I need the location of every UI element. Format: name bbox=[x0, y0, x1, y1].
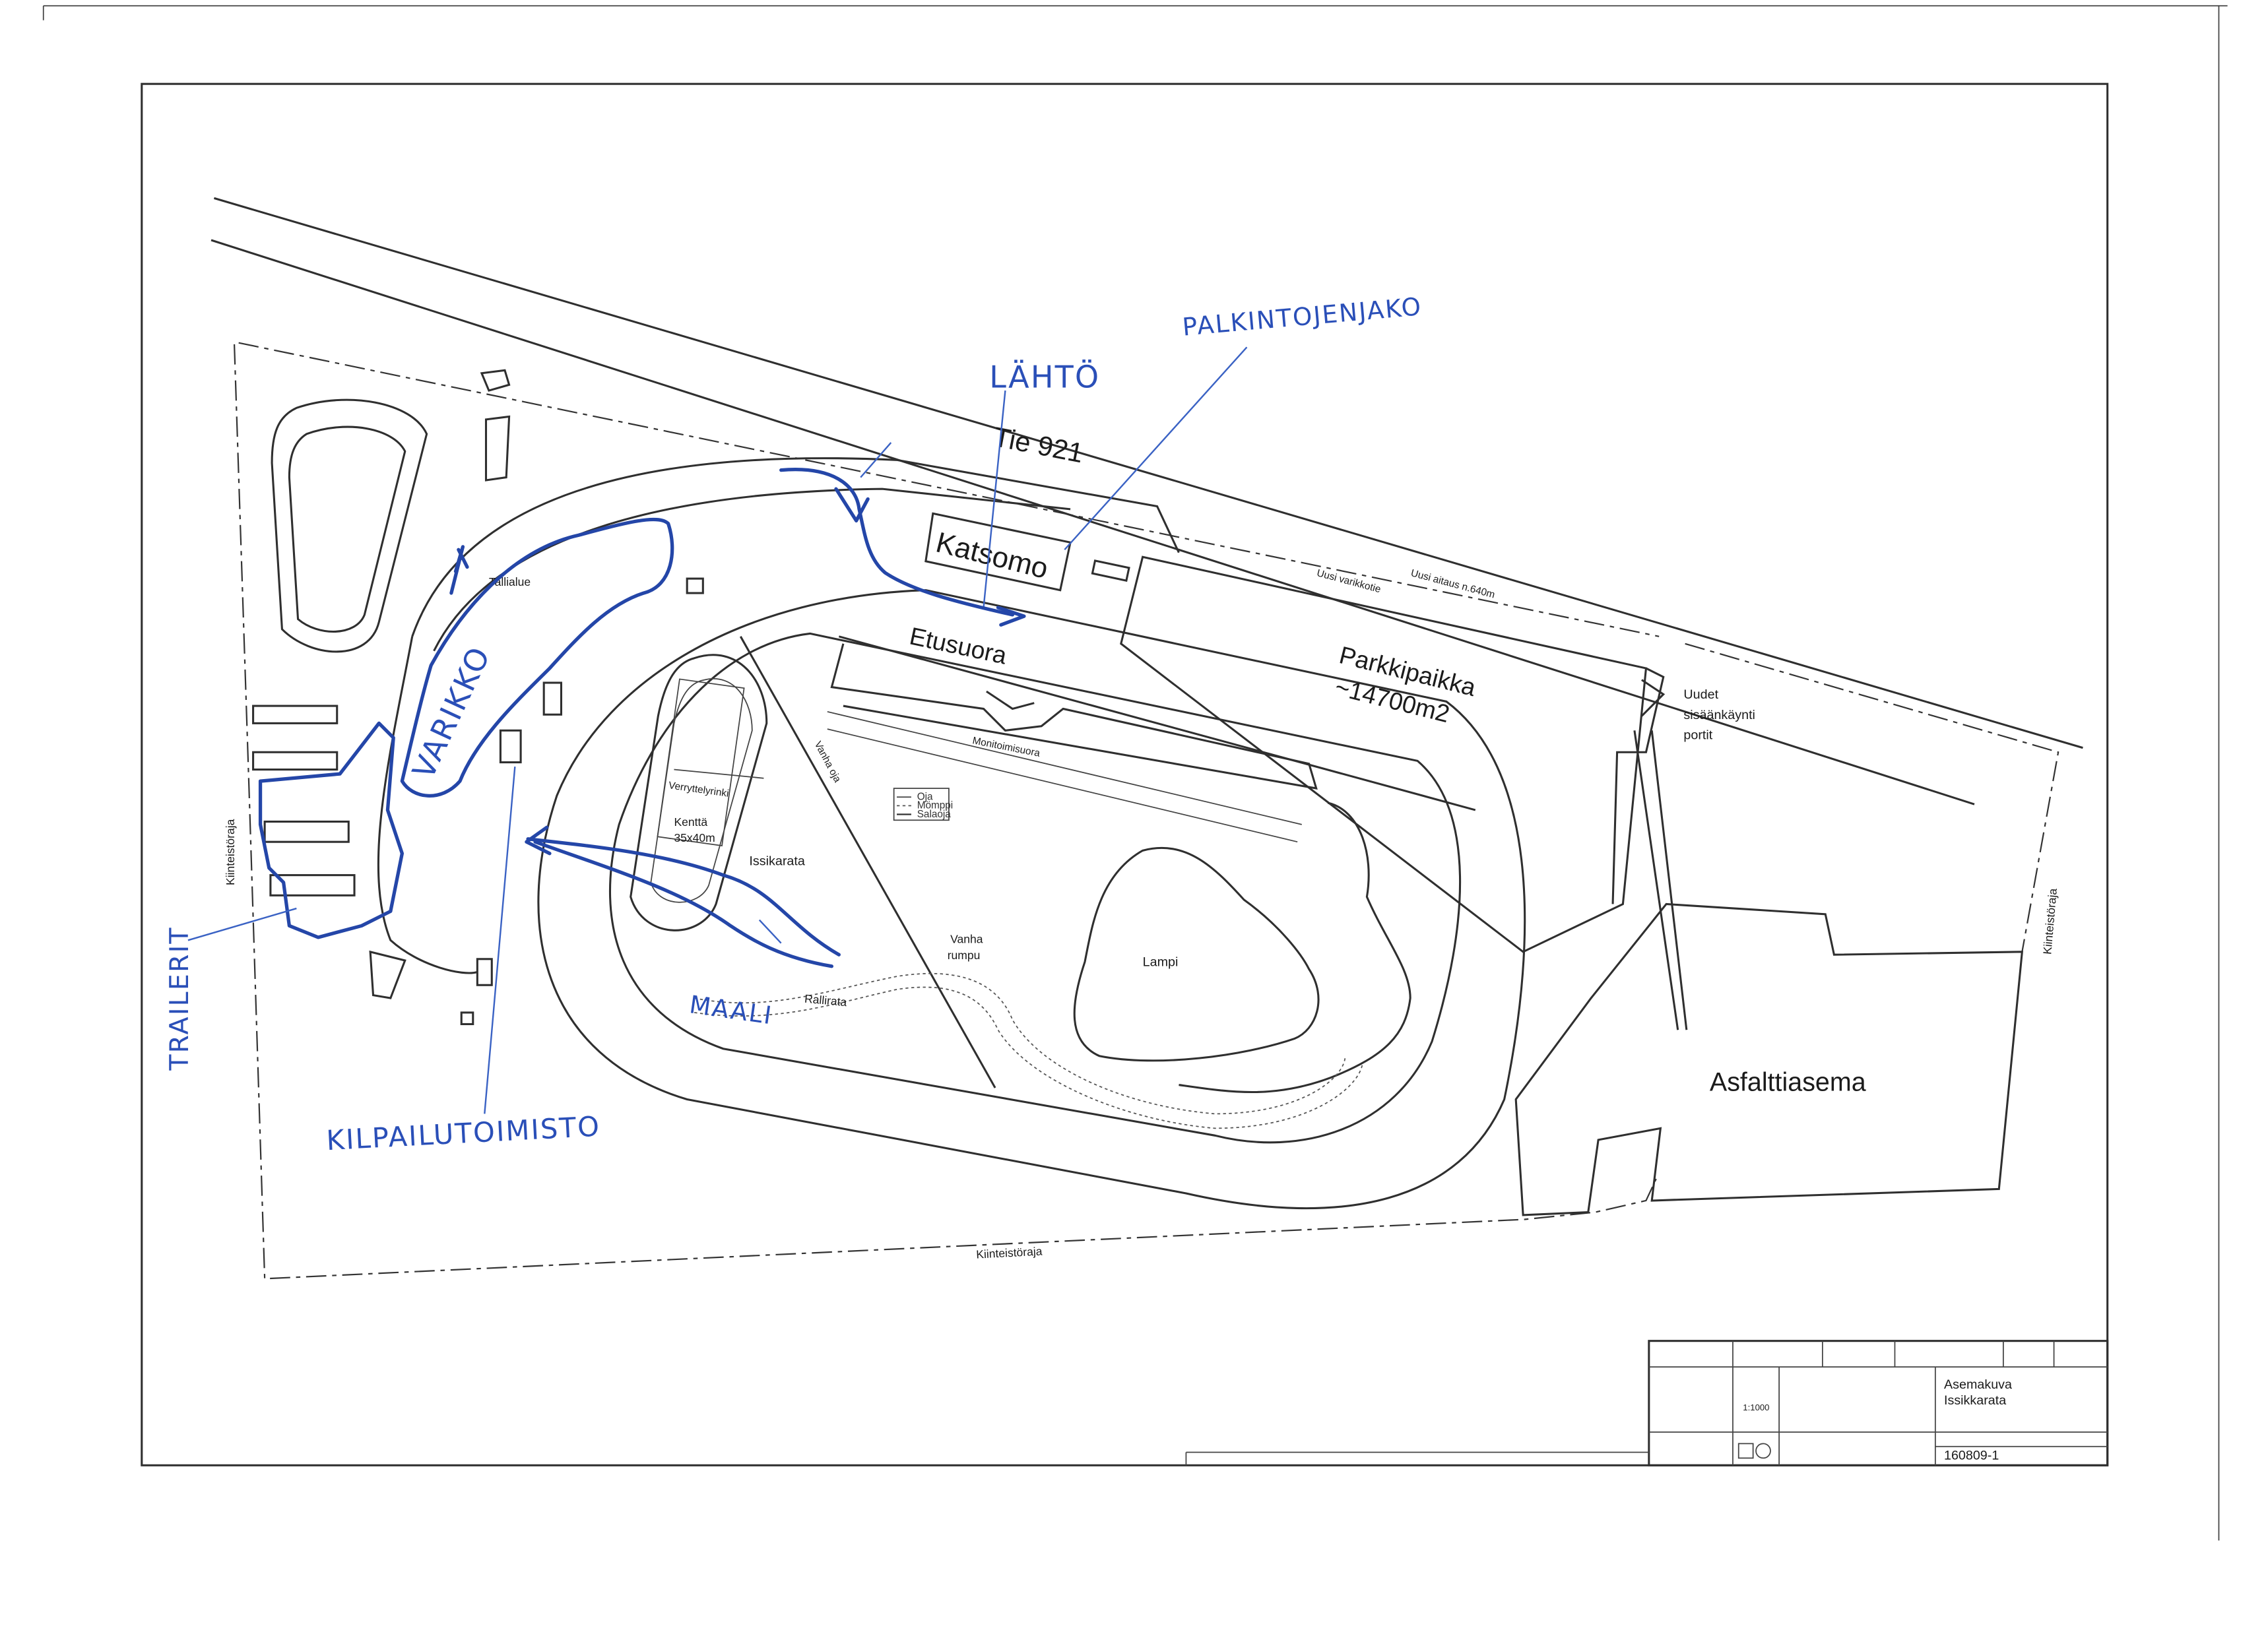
main-racetrack bbox=[537, 589, 1526, 1210]
old-ditch bbox=[739, 636, 996, 1088]
new-gates-label-1: Uudet bbox=[1683, 687, 1718, 702]
field-label-2: 35x40m bbox=[674, 831, 715, 844]
title-site: Issikkarata bbox=[1944, 1393, 2006, 1408]
old-culvert-label-1: Vanha bbox=[950, 933, 983, 946]
legend-item-momppi: Mömppi bbox=[917, 800, 954, 811]
road-label: Tie 921 bbox=[991, 421, 1086, 468]
outer-loop-road bbox=[411, 457, 1180, 637]
etusuora-strip bbox=[830, 643, 1318, 790]
pond bbox=[1073, 846, 1320, 1062]
grandstand bbox=[924, 512, 1130, 592]
legend-item-oja: Oja bbox=[917, 792, 933, 803]
monitoimisuora bbox=[827, 710, 1302, 843]
handwritten-annotations: LÄHTÖ PALKINTOJENJAKO VARIKKO TRAILERIT … bbox=[164, 292, 1423, 1156]
stable-oval bbox=[271, 398, 428, 653]
trailers-outline bbox=[258, 721, 404, 939]
stable-buildings bbox=[252, 369, 704, 1026]
front-straight-label: Etusuora bbox=[907, 622, 1010, 670]
race-office-annotation: KILPAILUTOIMISTO bbox=[325, 1110, 601, 1157]
warmup-track-label: Verryttelyrinki bbox=[668, 780, 729, 800]
finish-annotation: MAALI bbox=[688, 990, 775, 1030]
new-gates-label-2: sisäänkäynti bbox=[1683, 708, 1755, 722]
title-scale: 1:1000 bbox=[1743, 1402, 1769, 1412]
page-frame bbox=[42, 5, 2228, 1541]
warmup-track bbox=[630, 654, 768, 931]
asphalt-station-area bbox=[1514, 902, 2024, 1216]
property-line-label-left: Kiinteistöraja bbox=[224, 819, 237, 885]
parking-area bbox=[1120, 555, 1648, 953]
rally-track-label: Rallirata bbox=[804, 992, 847, 1009]
new-gates-label-3: portit bbox=[1683, 728, 1712, 742]
prize-giving-annotation: PALKINTOJENJAKO bbox=[1181, 292, 1423, 342]
paddock-outline bbox=[400, 517, 674, 798]
legend-item-salaoja: Salaoja bbox=[917, 809, 952, 820]
pond-label: Lampi bbox=[1143, 955, 1179, 970]
property-line-label-bottom: Kiinteistöraja bbox=[976, 1244, 1043, 1261]
issikarata-label: Issikarata bbox=[749, 854, 804, 868]
start-route-arrow bbox=[779, 468, 1015, 617]
finish-route-arrow bbox=[526, 837, 841, 968]
title-block: Asemakuva Issikkarata 1:1000 160809-1 bbox=[1185, 1340, 2109, 1466]
rally-track bbox=[694, 972, 1346, 1115]
title-drawing: Asemakuva bbox=[1944, 1377, 2012, 1392]
start-annotation: LÄHTÖ bbox=[989, 360, 1100, 395]
property-boundary bbox=[234, 344, 1657, 1280]
trailers-annotation: TRAILERIT bbox=[164, 926, 195, 1071]
field-label-1: Kenttä bbox=[674, 815, 707, 829]
property-line-label-right: Kiinteistöraja bbox=[2040, 888, 2059, 955]
old-ditch-label: Vanha oja bbox=[812, 739, 843, 784]
road-tie-921 bbox=[211, 197, 2083, 805]
title-number: 160809-1 bbox=[1944, 1448, 1999, 1463]
old-culvert-label-2: rumpu bbox=[948, 949, 981, 962]
entrance-gates bbox=[1633, 679, 1688, 1030]
map-legend: Oja Mömppi Salaoja bbox=[893, 788, 954, 821]
property-boundary-east bbox=[1685, 643, 2059, 953]
asphalt-station-label: Asfalttiasema bbox=[1710, 1067, 1866, 1096]
